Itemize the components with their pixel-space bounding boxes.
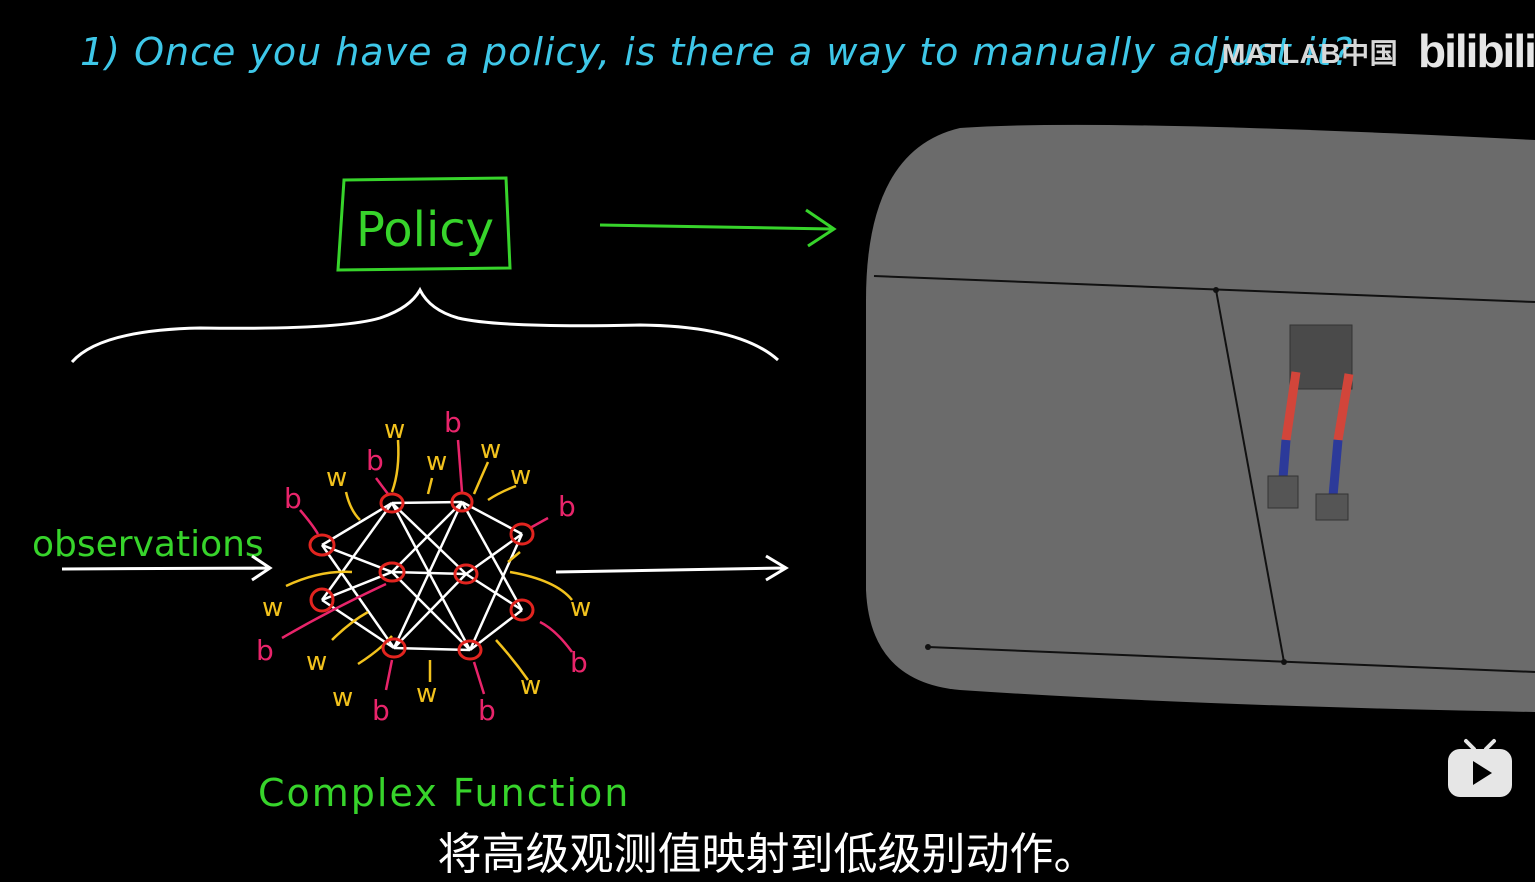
function-label: Complex Function xyxy=(258,771,630,815)
weight-label: w xyxy=(416,679,437,709)
bias-label: b xyxy=(366,444,384,477)
bias-label: b xyxy=(444,406,462,439)
network-node xyxy=(509,598,535,622)
input-arrow xyxy=(61,554,273,582)
bias-label: b xyxy=(372,694,390,727)
bias-arrows xyxy=(281,439,574,695)
network-node xyxy=(453,563,479,585)
weight-label: w xyxy=(384,415,405,445)
policy-label: Policy xyxy=(356,202,494,258)
weight-label: w xyxy=(570,593,591,623)
weight-label: w xyxy=(332,683,353,713)
bias-label: b xyxy=(558,490,576,523)
ground-line xyxy=(1215,289,1285,663)
weight-label: w xyxy=(326,463,347,493)
ground-line xyxy=(873,275,1535,303)
robot-body xyxy=(1289,324,1353,390)
bilibili-tv-play-icon[interactable] xyxy=(1446,737,1514,799)
subtitle-caption: 将高级观测值映射到低级别动作。 xyxy=(437,829,1098,880)
bias-label: b xyxy=(478,694,496,727)
network-node xyxy=(381,637,407,659)
weight-label: w xyxy=(480,435,501,465)
weight-labels: w w w w w w w w w w w xyxy=(262,415,591,713)
weight-label: w xyxy=(510,461,531,491)
matlab-watermark: MATLAB中国 xyxy=(1222,38,1399,69)
bilibili-logo: bilibili xyxy=(1418,25,1535,77)
weight-arrows xyxy=(285,439,573,682)
weight-label: w xyxy=(520,671,541,701)
network-node xyxy=(308,533,336,557)
question-text: 1) Once you have a policy, is there a wa… xyxy=(80,30,1354,74)
biped-robot xyxy=(1267,324,1354,521)
curly-brace xyxy=(70,286,779,364)
bias-labels: b b b b b b b b xyxy=(256,406,588,727)
network-node xyxy=(450,491,474,513)
weight-label: w xyxy=(262,593,283,623)
network-node xyxy=(378,561,406,583)
observations-label: observations xyxy=(32,524,264,565)
bias-label: b xyxy=(256,634,274,667)
weight-label: w xyxy=(426,447,447,477)
network-node xyxy=(509,522,535,546)
network-node xyxy=(379,492,405,514)
network-nodes xyxy=(308,491,535,661)
network-connections xyxy=(320,500,524,652)
policy-box xyxy=(336,176,512,272)
simulation-ground xyxy=(866,124,1535,712)
output-arrow xyxy=(555,554,789,582)
robot-foot xyxy=(1267,475,1299,509)
robot-foot xyxy=(1315,493,1349,521)
policy-arrow xyxy=(599,208,837,248)
bias-label: b xyxy=(284,482,302,515)
network-node xyxy=(309,587,335,613)
ground-line xyxy=(927,646,1535,673)
network-node xyxy=(457,639,483,661)
weight-label: w xyxy=(306,647,327,677)
bias-label: b xyxy=(570,646,588,679)
